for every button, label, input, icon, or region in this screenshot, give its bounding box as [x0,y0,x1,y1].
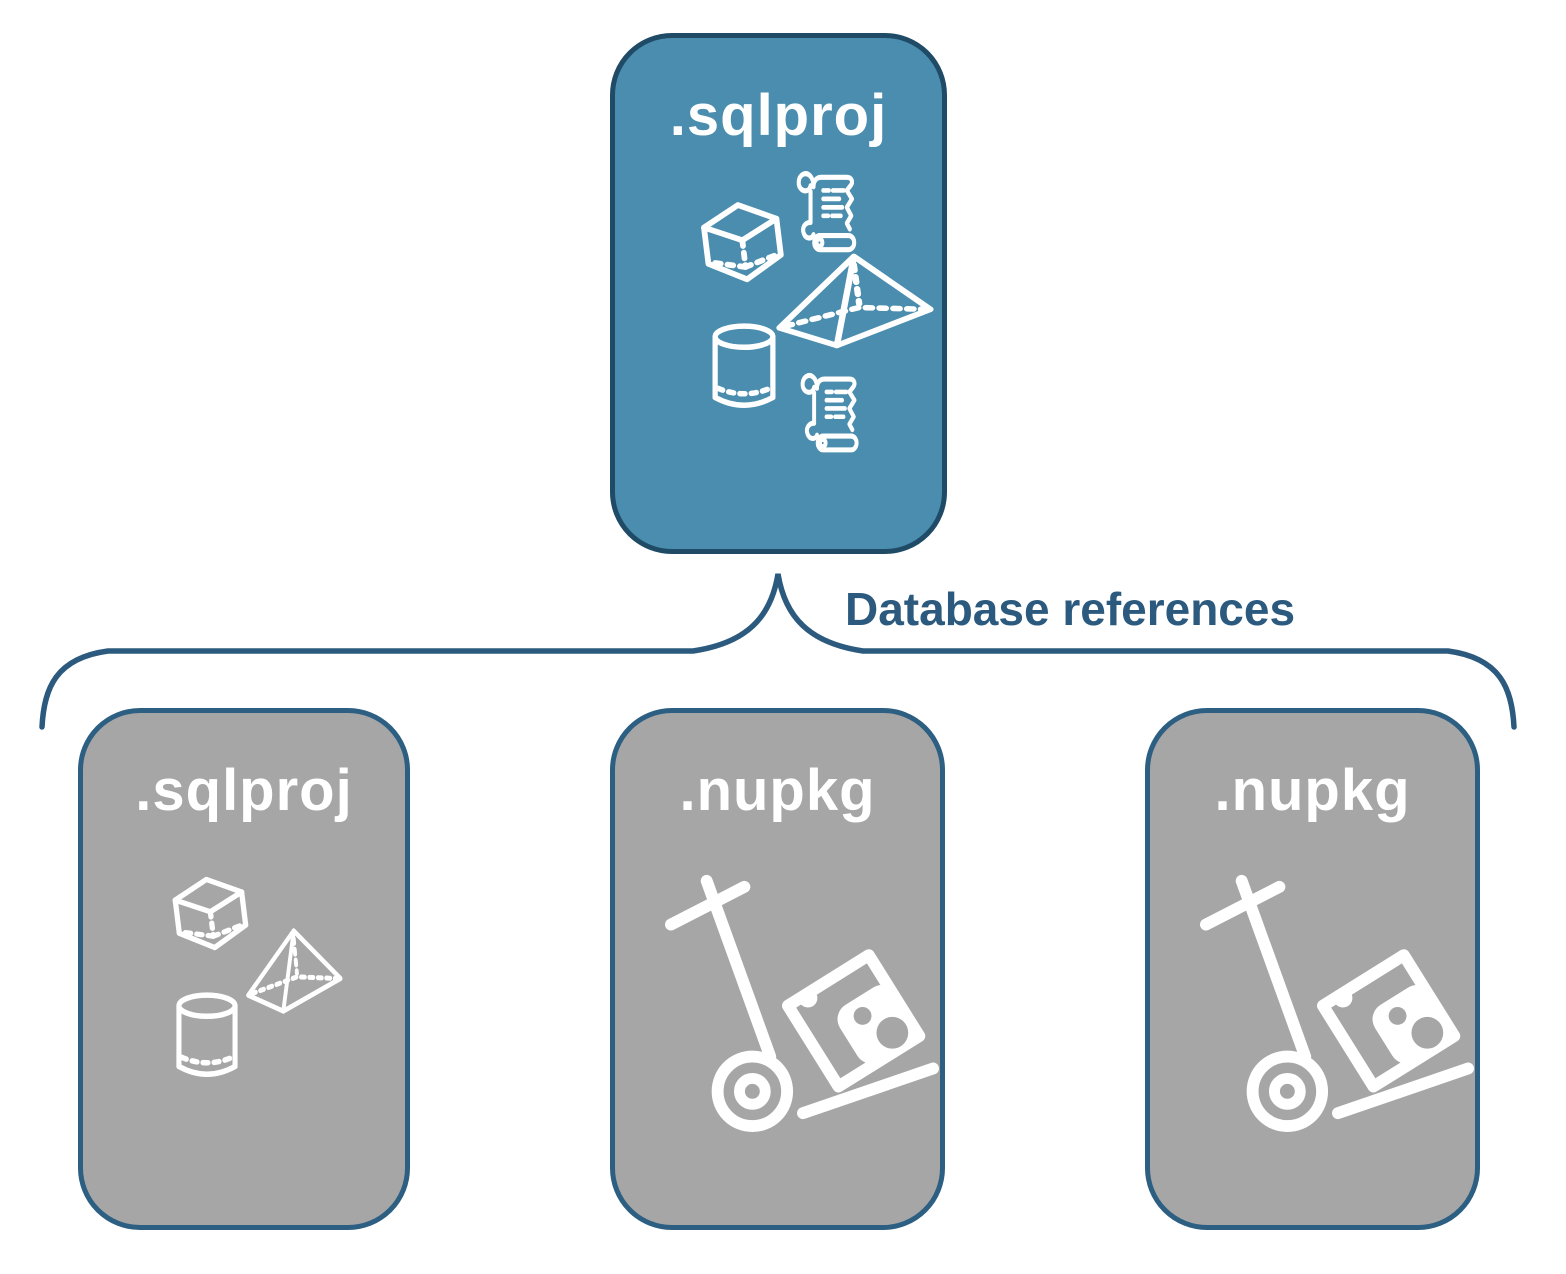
child-node-sqlproj: .sqlproj [78,708,410,1230]
child-node-nupkg: .nupkg [1145,708,1480,1230]
root-node-title: .sqlproj [669,83,888,148]
cylinder-icon [173,991,241,1083]
scroll-icon [795,166,869,260]
child-node-title: .nupkg [679,758,876,823]
nuget-handtruck-icon [663,868,941,1136]
pyramid-icon [771,250,941,352]
cylinder-icon [709,322,779,414]
pyramid-icon [243,925,347,1017]
nuget-handtruck-icon [1198,868,1476,1136]
connector-label: Database references [845,583,1296,635]
root-node-sqlproj: .sqlproj [610,33,947,554]
child-node-nupkg: .nupkg [610,708,945,1230]
child-node-title: .sqlproj [135,758,353,823]
scroll-icon [799,368,871,460]
child-node-title: .nupkg [1214,758,1411,823]
